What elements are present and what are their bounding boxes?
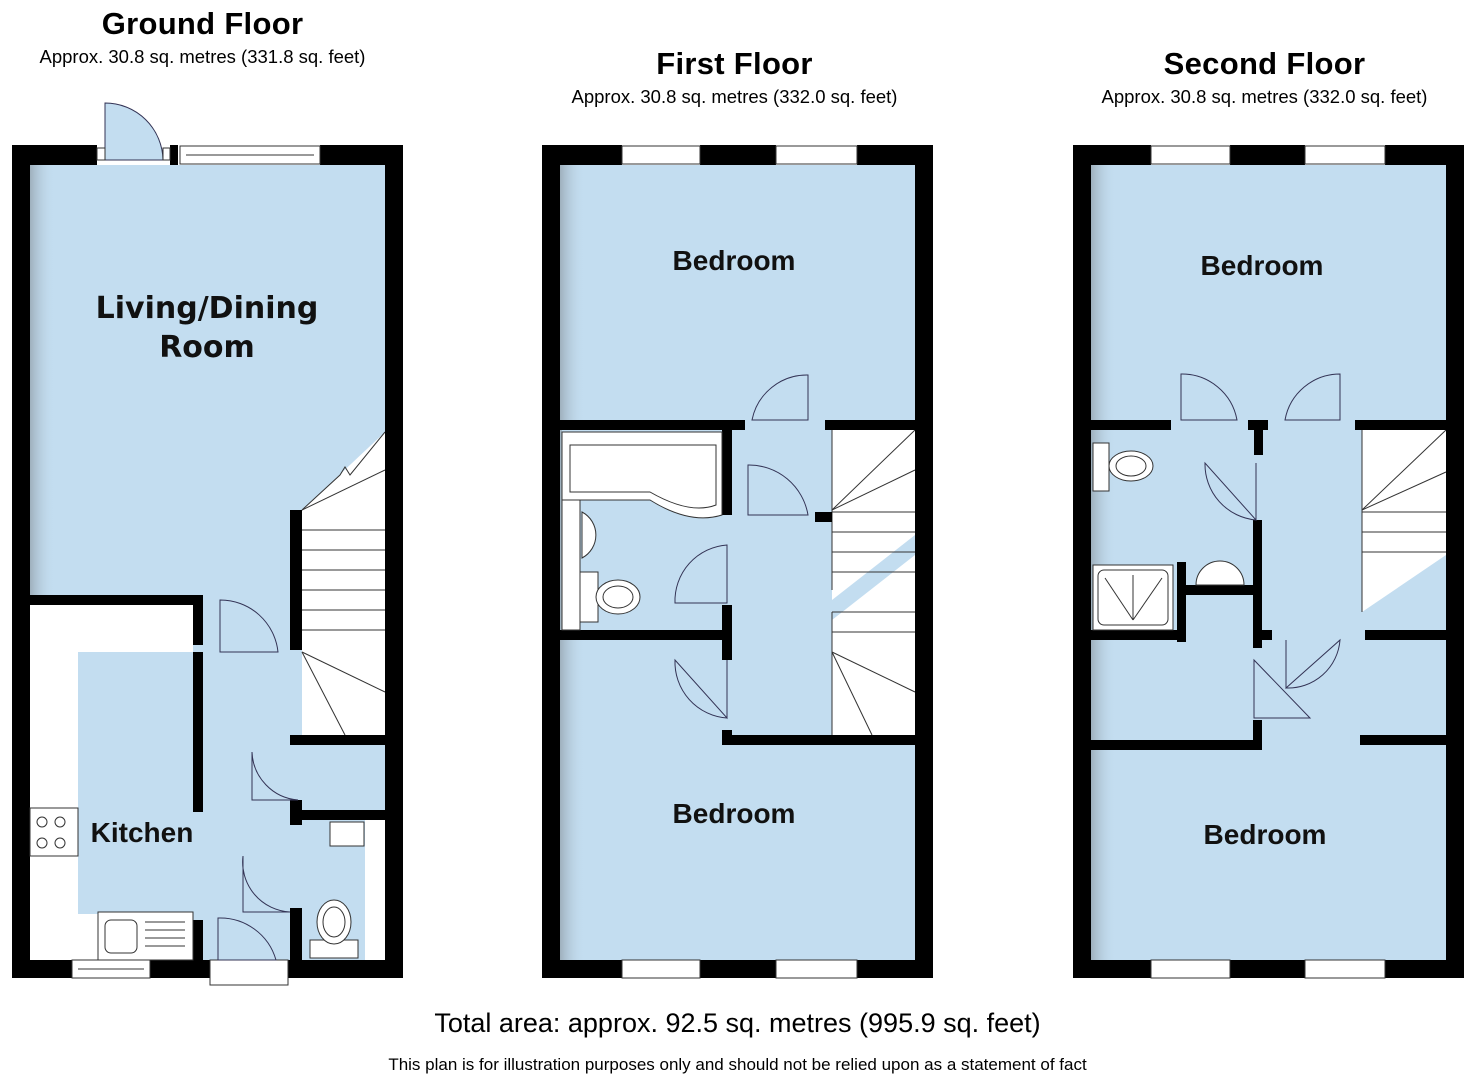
bath-icon <box>561 431 723 631</box>
ensuite-door <box>1204 461 1257 522</box>
basin-icon <box>1195 560 1245 586</box>
second-floor-area: Approx. 30.8 sq. metres (332.0 sq. feet) <box>1101 86 1428 107</box>
total-area: Total area: approx. 92.5 sq. metres (995… <box>434 1008 1041 1038</box>
bathroom-door <box>674 544 728 604</box>
ground-entrance-door-top <box>96 102 171 161</box>
ground-window-bottom <box>71 959 151 979</box>
bedroom1-door <box>751 374 809 421</box>
bedroom3-door <box>1284 373 1341 421</box>
first-floor-area: Approx. 30.8 sq. metres (332.0 sq. feet) <box>571 86 898 107</box>
kitchen-sink-icon <box>97 911 194 961</box>
second-floor-plan: Bedroom Bedroom <box>1073 145 1464 979</box>
hob-icon <box>29 807 79 857</box>
living-dining-label-line2: Room <box>159 330 255 365</box>
shower-icon <box>1092 564 1174 631</box>
disclaimer: This plan is for illustration purposes o… <box>388 1055 1087 1074</box>
living-dining-label: Living/Dining <box>96 291 319 326</box>
second-bedroom-bottom-label: Bedroom <box>1204 819 1327 850</box>
second-stairs <box>1361 429 1447 612</box>
first-floor-title: First Floor <box>656 46 813 81</box>
bedroom2-door <box>674 658 728 720</box>
ground-floor-area: Approx. 30.8 sq. metres (331.8 sq. feet) <box>39 46 366 67</box>
first-bedroom-top-label: Bedroom <box>673 245 796 276</box>
ground-floor-title: Ground Floor <box>101 6 304 41</box>
toilet-icon <box>309 899 359 959</box>
second-windows <box>1150 145 1386 979</box>
cupboard-door <box>251 751 299 801</box>
basin-icon <box>581 511 597 559</box>
ground-stairs <box>301 431 386 736</box>
ground-window-top <box>179 145 321 165</box>
ground-floor-plan: Living/Dining Room Kitchen <box>12 102 403 986</box>
second-floor-title: Second Floor <box>1163 46 1366 81</box>
kitchen-label: Kitchen <box>91 817 194 848</box>
cupboard-door <box>1253 658 1312 719</box>
shower-room-door <box>1180 373 1238 421</box>
first-bedroom-bottom-label: Bedroom <box>673 798 796 829</box>
ground-front-door <box>209 917 289 986</box>
landing-door <box>747 464 809 516</box>
living-door <box>219 599 279 653</box>
bedroom4-door <box>1285 638 1341 690</box>
toilet-icon <box>1092 442 1154 492</box>
first-floor-plan: Bedroom Bedroom <box>542 145 933 979</box>
wc-door <box>242 855 291 913</box>
toilet-icon <box>579 571 641 623</box>
first-stairs <box>831 429 916 736</box>
second-bedroom-top-label: Bedroom <box>1201 250 1324 281</box>
first-windows <box>621 145 858 979</box>
basin-icon <box>329 821 365 847</box>
